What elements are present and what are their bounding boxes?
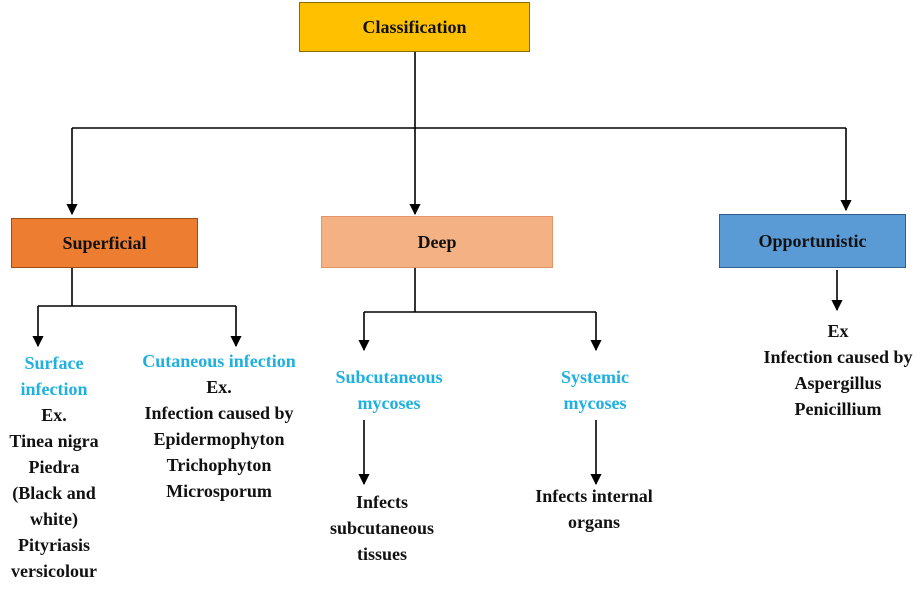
- opportunistic-label: Opportunistic: [758, 230, 867, 251]
- systemic-body-line-1: Infects internal: [535, 486, 653, 506]
- root-node: Classification: [299, 2, 530, 52]
- surface-infection-node: Surface infection Ex. Tinea nigra Piedra…: [0, 350, 108, 584]
- surface-body-line-2: Tinea nigra: [9, 431, 99, 451]
- subcutaneous-title-line-2: mycoses: [357, 393, 421, 413]
- subcutaneous-body-line-3: tissues: [356, 544, 407, 564]
- surface-body-line-3: Piedra: [28, 457, 80, 477]
- surface-body-line-4: (Black and: [12, 483, 96, 503]
- subcutaneous-mycoses-node: Subcutaneous mycoses: [314, 364, 464, 416]
- cutaneous-body-line-3: Epidermophyton: [153, 429, 285, 449]
- surface-title-line-2: infection: [20, 379, 88, 399]
- surface-title-line-1: Surface: [24, 353, 84, 373]
- opportunistic-body-line-1: Ex: [827, 321, 849, 341]
- superficial-label: Superficial: [62, 232, 147, 253]
- opportunistic-body-line-3: Aspergillus: [794, 373, 882, 393]
- systemic-title-line-1: Systemic: [561, 367, 629, 387]
- subcutaneous-body-line-2: subcutaneous: [329, 518, 435, 538]
- opportunistic-body-line-2: Infection caused by: [763, 347, 913, 367]
- superficial-node: Superficial: [11, 218, 198, 268]
- cutaneous-title-line-1: Cutaneous infection: [142, 351, 296, 371]
- surface-body-line-6: Pityriasis: [18, 535, 90, 555]
- opportunistic-detail: Ex Infection caused by Aspergillus Penic…: [756, 318, 920, 422]
- systemic-mycoses-node: Systemic mycoses: [534, 364, 656, 416]
- subcutaneous-body-line-1: Infects: [356, 492, 408, 512]
- cutaneous-body-line-2: Infection caused by: [144, 403, 294, 423]
- opportunistic-node: Opportunistic: [719, 214, 906, 268]
- subcutaneous-title-line-1: Subcutaneous: [335, 367, 443, 387]
- cutaneous-body-line-1: Ex.: [206, 377, 232, 397]
- cutaneous-infection-node: Cutaneous infection Ex. Infection caused…: [136, 348, 302, 504]
- opportunistic-body-line-4: Penicillium: [794, 399, 882, 419]
- systemic-body-line-2: organs: [567, 512, 620, 532]
- surface-body-line-7: versicolour: [11, 561, 97, 581]
- cutaneous-body-line-5: Microsporum: [166, 481, 272, 501]
- cutaneous-body-line-4: Trichophyton: [166, 455, 272, 475]
- root-label: Classification: [362, 16, 467, 37]
- deep-label: Deep: [417, 231, 457, 252]
- systemic-title-line-2: mycoses: [563, 393, 627, 413]
- systemic-detail: Infects internal organs: [515, 483, 673, 535]
- surface-body-line-1: Ex.: [41, 405, 67, 425]
- subcutaneous-detail: Infects subcutaneous tissues: [314, 489, 450, 567]
- surface-body-line-5: white): [30, 509, 78, 529]
- deep-node: Deep: [321, 216, 553, 268]
